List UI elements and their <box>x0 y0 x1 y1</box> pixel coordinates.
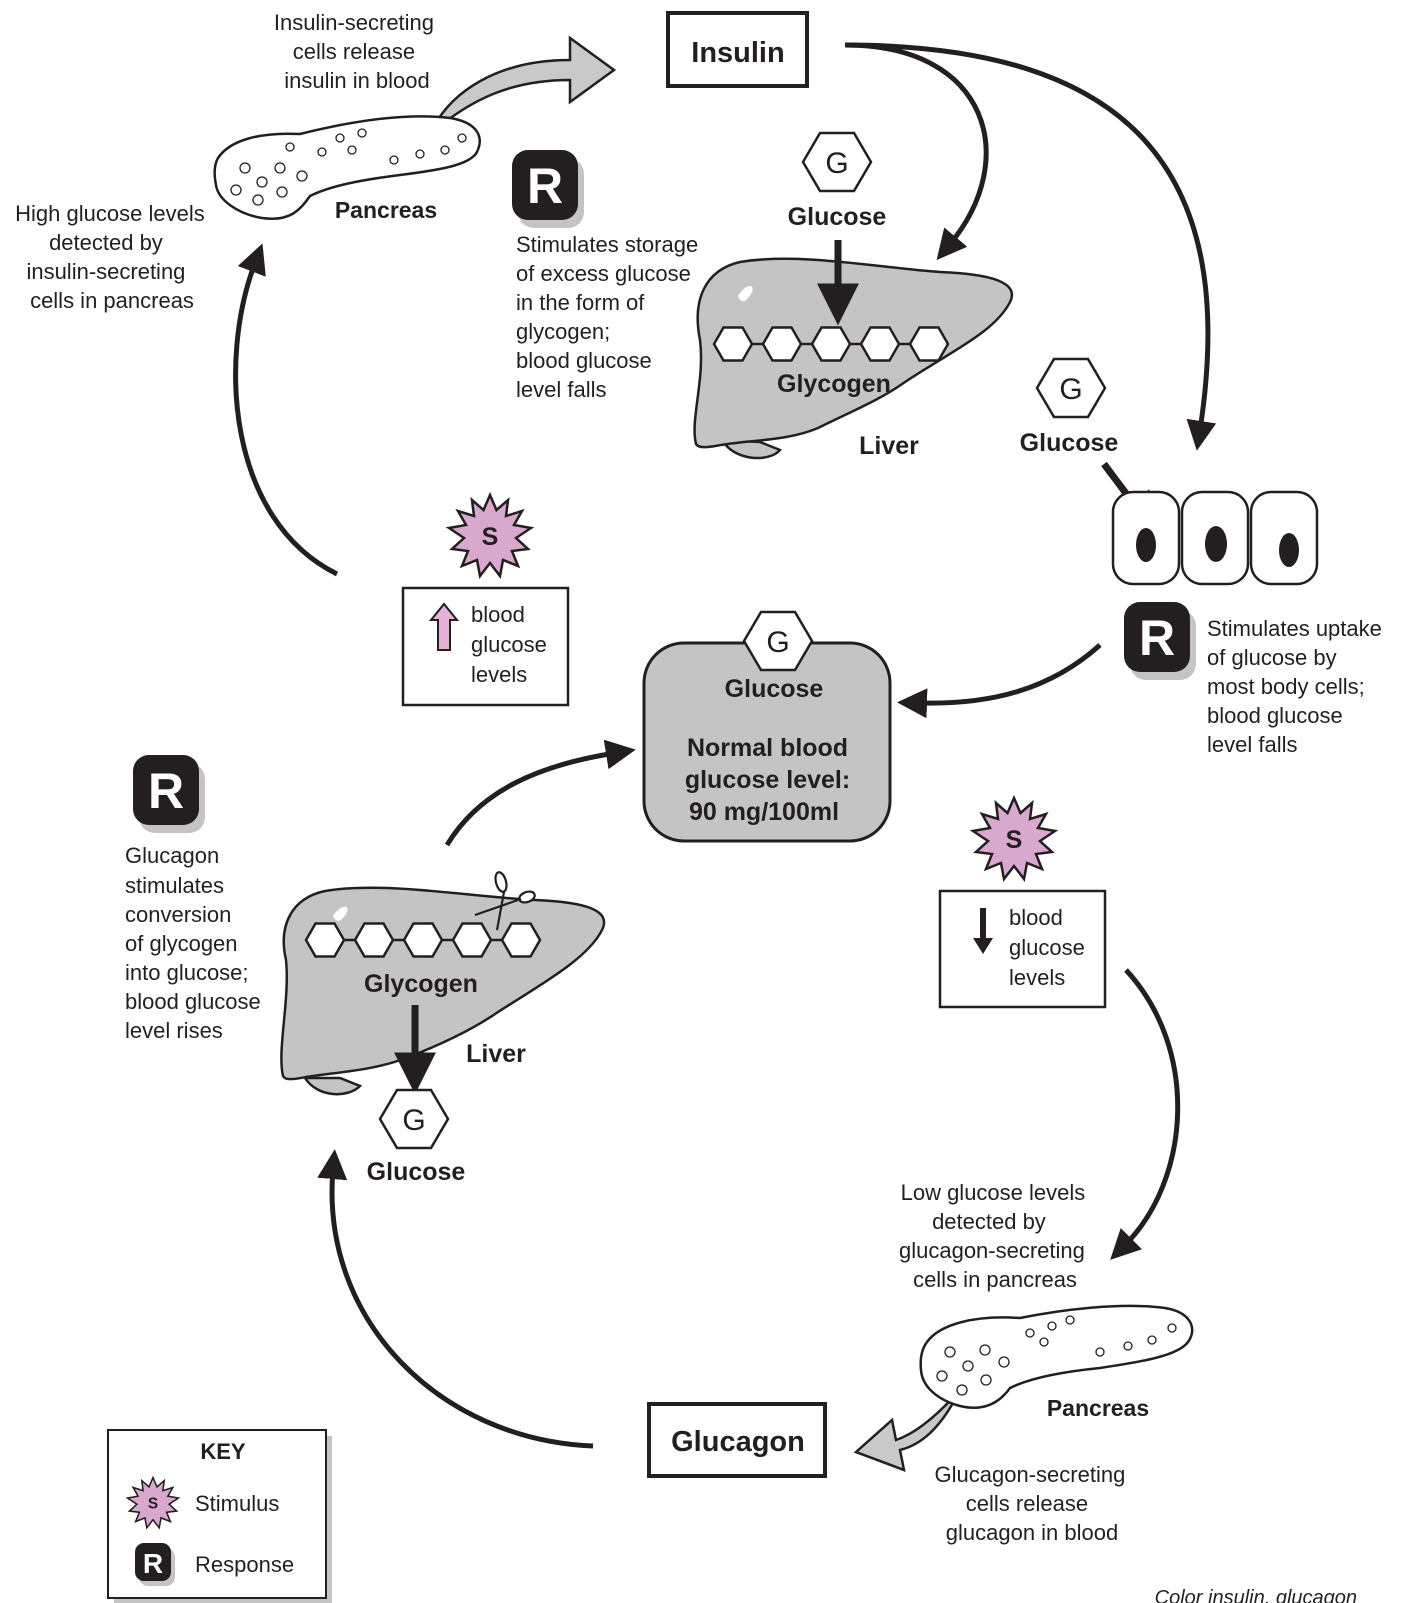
svg-text:S: S <box>1006 826 1023 854</box>
glucose-label-bottom: Glucose <box>367 1158 466 1186</box>
liver-storage-response-text: Stimulates storage of excess glucose in … <box>516 232 704 402</box>
low-glucose-detect-text: Low glucose levels detected by glucagon-… <box>899 1180 1091 1292</box>
body-cells-icon <box>1111 490 1319 586</box>
stimulus-starburst-icon: S <box>126 1476 180 1529</box>
pancreas-icon <box>213 115 481 221</box>
response-badge-icon: R <box>512 150 584 228</box>
glucose-label-cells: Glucose <box>1020 429 1119 457</box>
arrow-cells-to-normal <box>897 643 1102 719</box>
glucose-hexagon-icon: G <box>1035 357 1107 419</box>
svg-text:G: G <box>825 147 848 180</box>
down-arrow-icon <box>973 908 993 954</box>
response-badge-icon: R <box>135 1543 175 1586</box>
glucose-hexagon-icon: G <box>742 610 814 672</box>
insulin-release-text: Insulin-secreting cells release insulin … <box>274 10 440 93</box>
svg-text:R: R <box>148 763 184 819</box>
glucagon-liver-response-text: Glucagon stimulates conversion of glycog… <box>125 843 267 1043</box>
glucose-hexagon-icon: G <box>378 1088 450 1150</box>
arrow-stimulus-to-low-pancreas <box>1110 968 1181 1260</box>
svg-text:R: R <box>527 158 563 214</box>
key-title: KEY <box>200 1439 246 1464</box>
svg-text:S: S <box>148 1496 158 1513</box>
pancreas-icon <box>919 1304 1194 1409</box>
liver-icon <box>693 257 1013 460</box>
scissors-icon <box>474 871 536 931</box>
low-glucose-stimulus-text: blood glucose levels <box>1009 905 1091 990</box>
liver-label-top: Liver <box>859 432 919 460</box>
svg-text:G: G <box>402 1104 425 1137</box>
glucagon-label: Glucagon <box>671 1426 805 1458</box>
svg-text:R: R <box>1139 610 1175 666</box>
glucagon-release-arrow <box>853 1389 962 1472</box>
glycogen-label-top: Glycogen <box>777 370 891 398</box>
glucose-label-liver-top: Glucose <box>788 203 887 231</box>
insulin-box <box>666 11 809 88</box>
key-legend: KEY S Stimulus R Response <box>107 1429 332 1603</box>
liver-label-bottom: Liver <box>466 1040 526 1068</box>
insulin-release-arrow <box>428 35 617 135</box>
pancreas-label-bottom: Pancreas <box>1047 1395 1149 1421</box>
stimulus-starburst-icon: S <box>447 493 533 578</box>
arrow-glucagon-to-liver <box>317 1149 594 1449</box>
pancreas-label-top: Pancreas <box>335 197 437 223</box>
high-glucose-stimulus-text: blood glucose levels <box>471 602 553 687</box>
high-glucose-detect-text: High glucose levels detected by insulin-… <box>15 201 211 313</box>
center-glucose-label: Glucose <box>725 675 824 703</box>
glucagon-box <box>647 1402 827 1478</box>
arrow-stimulus-to-pancreas <box>233 243 339 577</box>
glycogen-chain-icon <box>304 922 542 958</box>
arrow-insulin-to-cells <box>844 42 1217 451</box>
insulin-label: Insulin <box>691 37 784 69</box>
svg-text:R: R <box>143 1548 163 1579</box>
response-badge-icon: R <box>133 755 205 833</box>
footer-note: Color insulin, glucagon <box>1155 1587 1357 1603</box>
glucose-hexagon-icon: G <box>801 131 873 193</box>
response-badge-icon: R <box>1124 602 1196 680</box>
glycogen-chain-icon <box>712 326 950 362</box>
svg-text:S: S <box>482 523 499 551</box>
low-glucose-stimulus-box <box>938 889 1107 1009</box>
stimulus-starburst-icon: S <box>971 796 1057 881</box>
glucagon-release-text: Glucagon-secreting cells release glucago… <box>935 1462 1132 1545</box>
up-arrow-icon <box>428 602 460 651</box>
key-stimulus-label: Stimulus <box>195 1491 279 1516</box>
high-glucose-stimulus-box <box>401 586 570 707</box>
glycogen-label-bottom: Glycogen <box>364 970 478 998</box>
svg-text:G: G <box>1059 373 1082 406</box>
svg-text:G: G <box>766 626 789 659</box>
cells-uptake-response-text: Stimulates uptake of glucose by most bod… <box>1207 616 1388 757</box>
normal-glucose-level-text: Normal blood glucose level: 90 mg/100ml <box>685 734 857 826</box>
arrow-insulin-to-liver <box>844 42 989 261</box>
arrow-liver-to-normal <box>444 739 636 847</box>
key-response-label: Response <box>195 1552 294 1577</box>
